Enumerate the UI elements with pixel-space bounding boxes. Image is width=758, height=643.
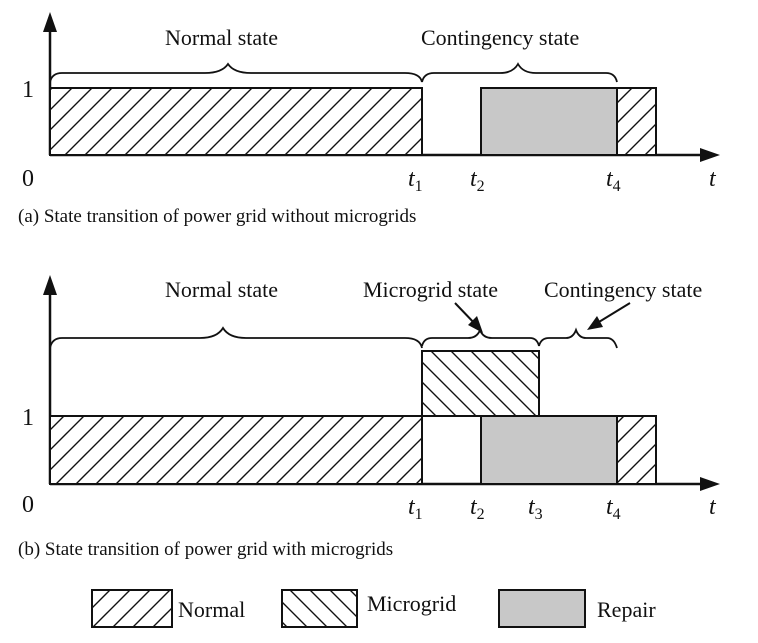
panel-a-contingency-brace bbox=[421, 62, 618, 83]
panel-a-y-tick-zero: 0 bbox=[22, 166, 34, 192]
panel-b-axis-label: t bbox=[709, 494, 717, 520]
legend-microgrid-label: Microgrid bbox=[367, 591, 456, 616]
panel-a-normal-bar-1 bbox=[49, 87, 423, 156]
panel-a-contingency-label: Contingency state bbox=[421, 25, 579, 50]
panel-a-axis-label: t bbox=[709, 166, 717, 192]
panel-b-y-tick-zero: 0 bbox=[22, 492, 34, 518]
panel-a-normal-label: Normal state bbox=[165, 25, 278, 50]
panel-a: Normal state Contingency state 1 0 t1 t2… bbox=[18, 12, 720, 227]
panel-a-marker-t2: t2 bbox=[470, 166, 485, 195]
panel-a-marker-t4: t4 bbox=[606, 166, 621, 195]
panel-b-microgrid-pointer-head bbox=[468, 316, 483, 333]
panel-a-marker-t1: t1 bbox=[408, 166, 423, 195]
panel-b-caption: (b) State transition of power grid with … bbox=[18, 539, 393, 560]
panel-a-x-arrow bbox=[700, 148, 720, 162]
panel-b-marker-t3: t3 bbox=[528, 494, 543, 523]
panel-a-y-arrow bbox=[43, 12, 57, 32]
panel-a-repair-bar bbox=[480, 87, 618, 156]
panel-b-microgrid-brace bbox=[421, 327, 540, 347]
legend-repair-swatch bbox=[498, 589, 586, 628]
panel-b-y-tick-one: 1 bbox=[22, 405, 34, 431]
panel-b-contingency-pointer bbox=[593, 302, 631, 326]
panel-a-normal-bar-2 bbox=[616, 87, 657, 156]
panel-b-contingency-pointer-head bbox=[587, 316, 603, 330]
panel-b-contingency-label: Contingency state bbox=[544, 277, 702, 302]
panel-b-normal-label: Normal state bbox=[165, 277, 278, 302]
panel-b-x-arrow bbox=[700, 477, 720, 491]
legend-repair-label: Repair bbox=[597, 597, 656, 622]
panel-b-marker-t1: t1 bbox=[408, 494, 423, 523]
panel-b-normal-bar-1 bbox=[49, 415, 423, 485]
panel-b: Normal state Microgrid state Contingency… bbox=[18, 275, 720, 560]
panel-a-caption: (a) State transition of power grid witho… bbox=[18, 206, 416, 227]
panel-b-contingency-brace bbox=[538, 327, 618, 349]
panel-b-marker-t4: t4 bbox=[606, 494, 621, 523]
panel-a-y-tick-one: 1 bbox=[22, 77, 34, 103]
panel-a-normal-brace bbox=[49, 62, 423, 83]
panel-b-repair-bar bbox=[480, 415, 618, 485]
panel-b-normal-bar-2 bbox=[616, 415, 657, 485]
panel-b-microgrid-label: Microgrid state bbox=[363, 277, 498, 302]
legend-microgrid-swatch bbox=[281, 589, 358, 628]
panel-b-y-arrow bbox=[43, 275, 57, 295]
panel-b-marker-t2: t2 bbox=[470, 494, 485, 523]
legend-normal-label: Normal bbox=[178, 597, 245, 622]
legend: Normal Microgrid Repair bbox=[91, 589, 656, 628]
panel-b-microgrid-bar bbox=[421, 350, 540, 417]
panel-b-normal-brace bbox=[49, 326, 423, 349]
legend-normal-swatch bbox=[91, 589, 173, 628]
